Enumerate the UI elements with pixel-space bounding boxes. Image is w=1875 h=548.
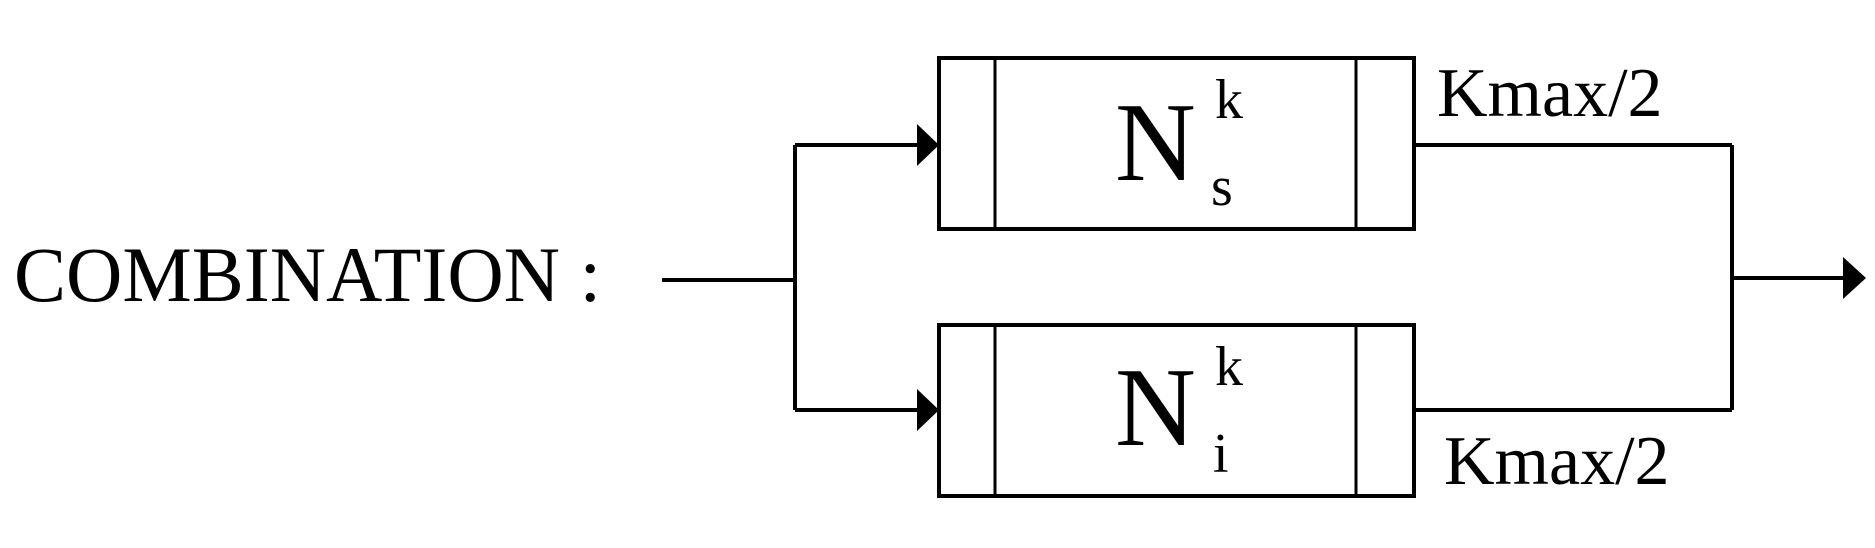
output-arrowhead (1843, 257, 1866, 299)
lower-block-superscript: k (1215, 336, 1243, 398)
upper-block: N k s (937, 56, 1416, 231)
lower-input-arrowhead (917, 389, 939, 431)
upper-block-frame (937, 56, 1416, 231)
upper-block-subscript: s (1211, 156, 1233, 218)
lower-output-label: Kmax/2 (1444, 423, 1670, 500)
upper-output-label: Kmax/2 (1437, 55, 1663, 132)
lower-block-symbol: N (1115, 346, 1196, 470)
upper-block-symbol: N (1115, 81, 1196, 205)
upper-input-arrowhead (917, 124, 939, 166)
combination-label: COMBINATION : (14, 231, 601, 318)
upper-block-superscript: k (1215, 69, 1243, 131)
lower-block: N k i (937, 323, 1416, 498)
lower-block-subscript: i (1213, 423, 1229, 485)
